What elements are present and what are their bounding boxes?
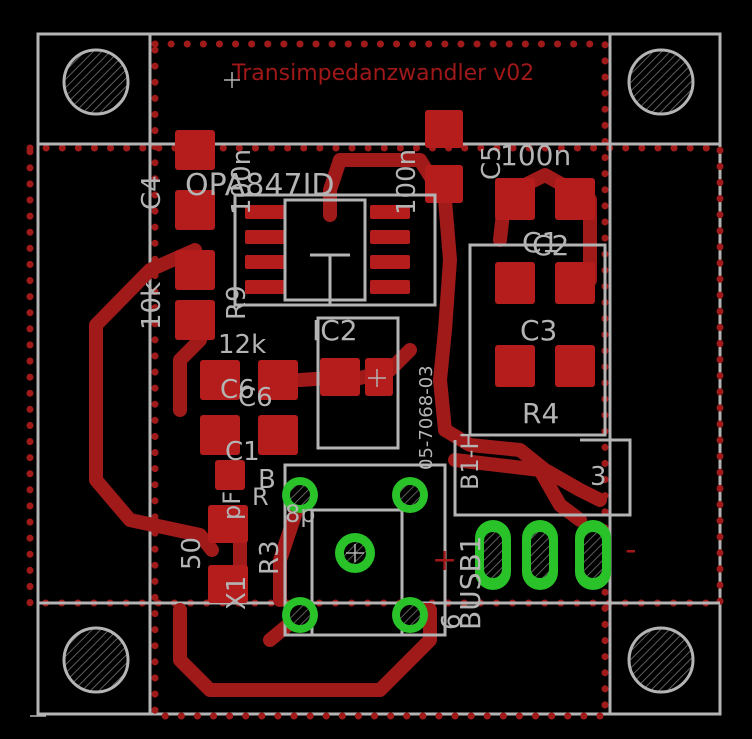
silk-outlines <box>233 193 632 637</box>
origin-markers <box>30 72 386 717</box>
label-c3: C3 <box>520 314 557 347</box>
label-c1: C1 <box>522 226 559 259</box>
label-c5-value-vertical: 100n <box>392 149 422 215</box>
label-r9-value: 10k <box>137 282 167 330</box>
through-hole-pads <box>282 477 611 633</box>
label-pin3: 3 <box>590 462 607 492</box>
label-c6: C6 <box>220 375 255 405</box>
label-six: 6 <box>437 613 467 630</box>
label-c4-value: 100n <box>227 149 257 215</box>
board-title: Transimpedanzwandler v02 <box>231 61 534 86</box>
label-bus-part: B1-H <box>456 432 484 490</box>
label-minus: - <box>625 530 637 568</box>
smd-pads <box>175 110 595 603</box>
label-plus: + <box>432 543 457 578</box>
mounting-holes <box>62 48 695 694</box>
label-c2: C2 <box>532 229 569 262</box>
label-r: R <box>252 483 269 511</box>
label-pf: pF <box>218 491 246 520</box>
label-c5: C5 <box>477 145 507 180</box>
label-r4: R4 <box>522 397 559 430</box>
label-c4: C4 <box>137 175 167 210</box>
label-c5-value: 100n <box>500 139 571 172</box>
label-12k: 12k <box>218 330 266 360</box>
label-r9: R9 <box>222 285 252 320</box>
label-r3: R3 <box>255 540 285 575</box>
label-8p: 8p <box>285 500 316 528</box>
label-50: 50 <box>177 537 207 570</box>
frame-lines <box>38 34 720 714</box>
label-ic1-value: OPA847ID <box>185 168 335 203</box>
label-ic2: IC2 <box>312 314 358 347</box>
label-c1b: C1 <box>225 437 260 467</box>
label-busb1: BUSB1 <box>454 536 487 631</box>
label-x1: X1 <box>222 576 252 610</box>
label-ic2-part: 05-7068-03 <box>416 365 437 470</box>
label-c6b: C6 <box>238 383 273 413</box>
label-b: B <box>258 465 276 495</box>
